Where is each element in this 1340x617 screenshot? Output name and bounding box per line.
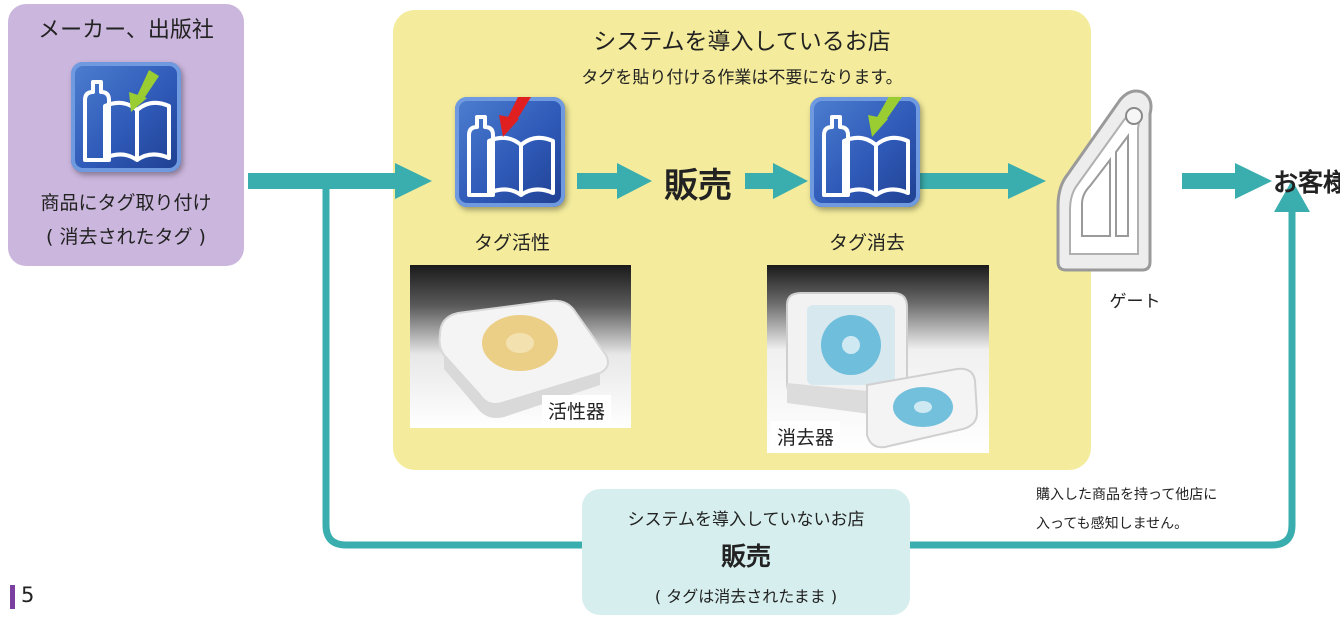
activate-label: タグ活性 [473,232,550,254]
line-bypass-right [908,210,1296,549]
maker-caption-line1: 商品にタグ取り付け [40,192,212,214]
deactivator-label: 消去器 [771,421,841,452]
maker-caption-line2: ( 消去されたタグ ) [46,226,206,248]
other-store-panel [582,489,910,615]
other-store-caption: ( タグは消去されたまま ) [654,587,838,606]
arrow-maker-to-store [248,173,398,189]
arrow-sale-to-deactivate [745,173,775,189]
arrow-deactivate-to-gate [920,173,1010,189]
activator-label: 活性器 [542,395,612,426]
sale-label: 販売 [664,166,732,206]
gate-icon [1056,89,1153,272]
customer-label: お客様 [1273,168,1340,197]
store-title: システムを導入しているお店 [593,29,891,55]
tag-deactivate-icon [810,97,920,207]
page-number-marker [10,585,15,609]
deactivate-label: タグ消去 [828,232,905,254]
other-store-title: システムを導入していないお店 [627,510,865,530]
line-bypass-left [322,182,584,549]
arrow-activate-to-sale [577,173,619,189]
gate-label: ゲート [1109,292,1161,312]
page-number: 5 [21,583,35,607]
other-store-sale-label: 販売 [720,542,771,571]
arrowhead-up-to-customer [1274,180,1310,212]
arrow-gate-to-customer [1182,173,1237,189]
store-subtitle: タグを貼り付ける作業は不要になります。 [581,68,903,88]
tag-activate-icon [455,97,565,207]
tagged-product-icon [71,62,181,172]
activator-photo: 活性器 [410,265,631,428]
note-line2: 入っても感知しません。 [1036,516,1189,532]
arrowhead-maker-to-store [395,163,432,199]
deactivator-photo: 消去器 [767,265,989,453]
note-line1: 購入した商品を持って他店に [1036,487,1218,503]
maker-title: メーカー、出版社 [38,18,214,43]
